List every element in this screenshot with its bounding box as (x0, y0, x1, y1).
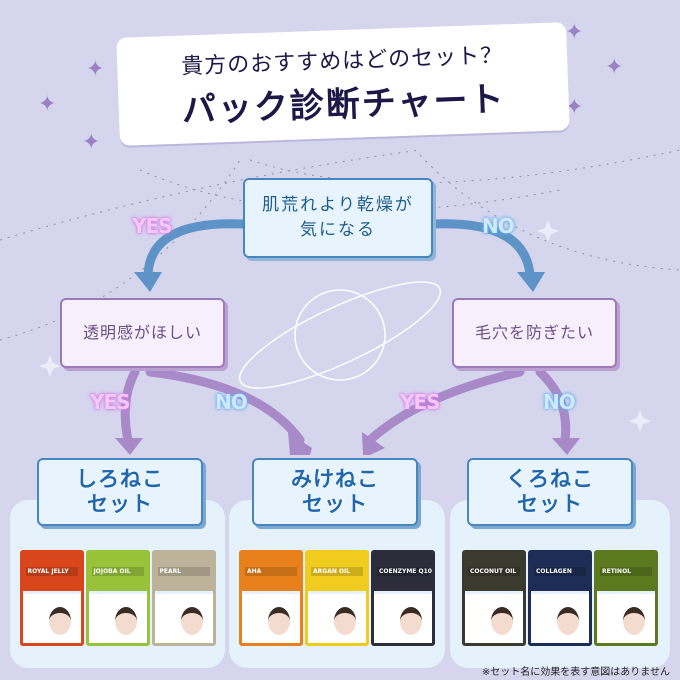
question-text: 肌荒れより乾燥が (262, 194, 414, 215)
model-face-image (491, 607, 513, 635)
star-icon: ✦ (86, 57, 105, 82)
star-icon: ✦ (38, 92, 57, 117)
pack-name: AHA (245, 567, 297, 576)
pack-name: PEARL (157, 567, 210, 576)
result-name: しろねこ (76, 466, 164, 491)
pack-name: ROYAL JELLY (25, 567, 78, 576)
model-face-image (114, 607, 137, 635)
face-mask-pack: PEARL (151, 550, 216, 646)
yes-label: YES (132, 214, 173, 238)
no-label: NO (543, 390, 576, 414)
question-pores: 毛穴を防ぎたい (452, 298, 617, 368)
face-mask-pack: COLLAGEN (528, 550, 592, 646)
model-face-image (48, 607, 71, 635)
result-suffix: セット (87, 492, 153, 516)
no-label: NO (482, 214, 515, 238)
result-name: みけねこ (291, 466, 379, 491)
pack-name: RETINOL (600, 567, 652, 576)
face-mask-pack: RETINOL (594, 550, 658, 646)
no-label: NO (215, 390, 248, 414)
question-dryness: 肌荒れより乾燥が気になる (243, 178, 433, 258)
pack-name: JOJOBA OIL (91, 567, 144, 576)
model-face-image (180, 607, 203, 635)
pack-name: ARGAN OIL (311, 567, 363, 576)
face-mask-pack: ARGAN OIL (305, 550, 369, 646)
pack-name: COLLAGEN (534, 567, 586, 576)
yes-label: YES (90, 390, 131, 414)
star-icon: ✦ (565, 95, 584, 120)
pack-group: ROYAL JELLY JOJOBA OIL PEARL (10, 550, 225, 650)
face-mask-pack: COCONUT OIL (462, 550, 526, 646)
model-face-image (400, 607, 422, 635)
question-text: 気になる (299, 220, 376, 240)
face-mask-pack: JOJOBA OIL (85, 550, 150, 646)
model-face-image (268, 607, 290, 635)
result-suffix: セット (302, 492, 368, 516)
title-banner: 貴方のおすすめはどのセット？ パック診断チャート (116, 22, 570, 146)
model-face-image (557, 607, 579, 635)
result-kuroneko-set: くろねこセット (467, 458, 633, 526)
face-mask-pack: AHA (239, 550, 303, 646)
model-face-image (623, 607, 645, 635)
pack-group: COCONUT OIL COLLAGEN RETINOL (450, 550, 670, 650)
face-mask-pack: ROYAL JELLY (19, 550, 84, 646)
pack-group: AHA ARGAN OIL COENZYME Q10 (229, 550, 445, 650)
pack-name: COCONUT OIL (468, 567, 520, 576)
star-icon: ✦ (605, 55, 624, 80)
page-title: パック診断チャート (181, 78, 507, 131)
yes-label: YES (400, 390, 441, 414)
result-shironeko-set: しろねこセット (37, 458, 203, 526)
result-mikeneko-set: みけねこセット (252, 458, 418, 526)
result-name: くろねこ (506, 466, 594, 491)
result-suffix: セット (517, 492, 583, 516)
pack-name: COENZYME Q10 (377, 567, 432, 576)
planet-ring-icon (238, 281, 442, 389)
star-icon: ✦ (82, 130, 101, 155)
model-face-image (334, 607, 356, 635)
star-icon: ✦ (565, 20, 584, 45)
question-clarity: 透明感がほしい (60, 298, 225, 368)
face-mask-pack: COENZYME Q10 (371, 550, 435, 646)
footnote: ※セット名に効果を表す意図はありません (481, 667, 670, 678)
